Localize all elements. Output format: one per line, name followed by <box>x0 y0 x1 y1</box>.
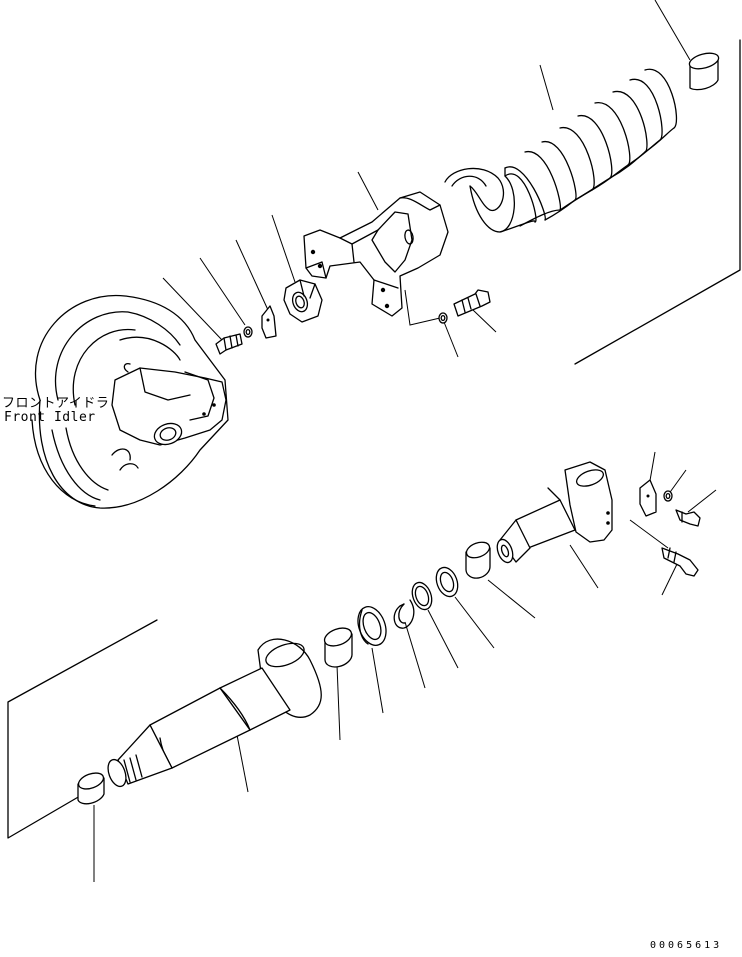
spacer-ring-bottom <box>77 772 105 805</box>
bushing <box>323 627 353 668</box>
yoke-bracket <box>303 191 449 317</box>
front-idler-wheel <box>31 294 229 509</box>
seal-ring <box>435 566 459 598</box>
front-idler-label-en: Front Idler <box>4 410 96 425</box>
snap-ring <box>393 599 415 629</box>
idler-shaft <box>107 638 322 788</box>
spacer-ring <box>465 541 491 579</box>
hex-nut <box>283 279 323 323</box>
bolt-right <box>675 509 701 527</box>
lock-plate-right <box>639 479 657 517</box>
grease-fitting <box>661 547 699 577</box>
washer-right <box>663 490 673 502</box>
recoil-spring <box>444 68 678 233</box>
lock-plate <box>261 305 277 339</box>
bolt-yoke <box>453 289 491 317</box>
washer-yoke <box>438 312 448 324</box>
drawing-code: 00065613 <box>650 940 723 951</box>
assembly-frame-lines <box>7 39 741 839</box>
o-ring <box>411 581 433 611</box>
leader-lines <box>93 0 717 882</box>
front-idler-label-jp: フロントアイドラ <box>2 396 110 411</box>
spacer-ring-top <box>688 52 720 91</box>
yoke-shaft <box>496 461 613 564</box>
bolt-left <box>215 333 243 355</box>
washer-left <box>243 326 253 338</box>
bearing <box>357 606 387 646</box>
